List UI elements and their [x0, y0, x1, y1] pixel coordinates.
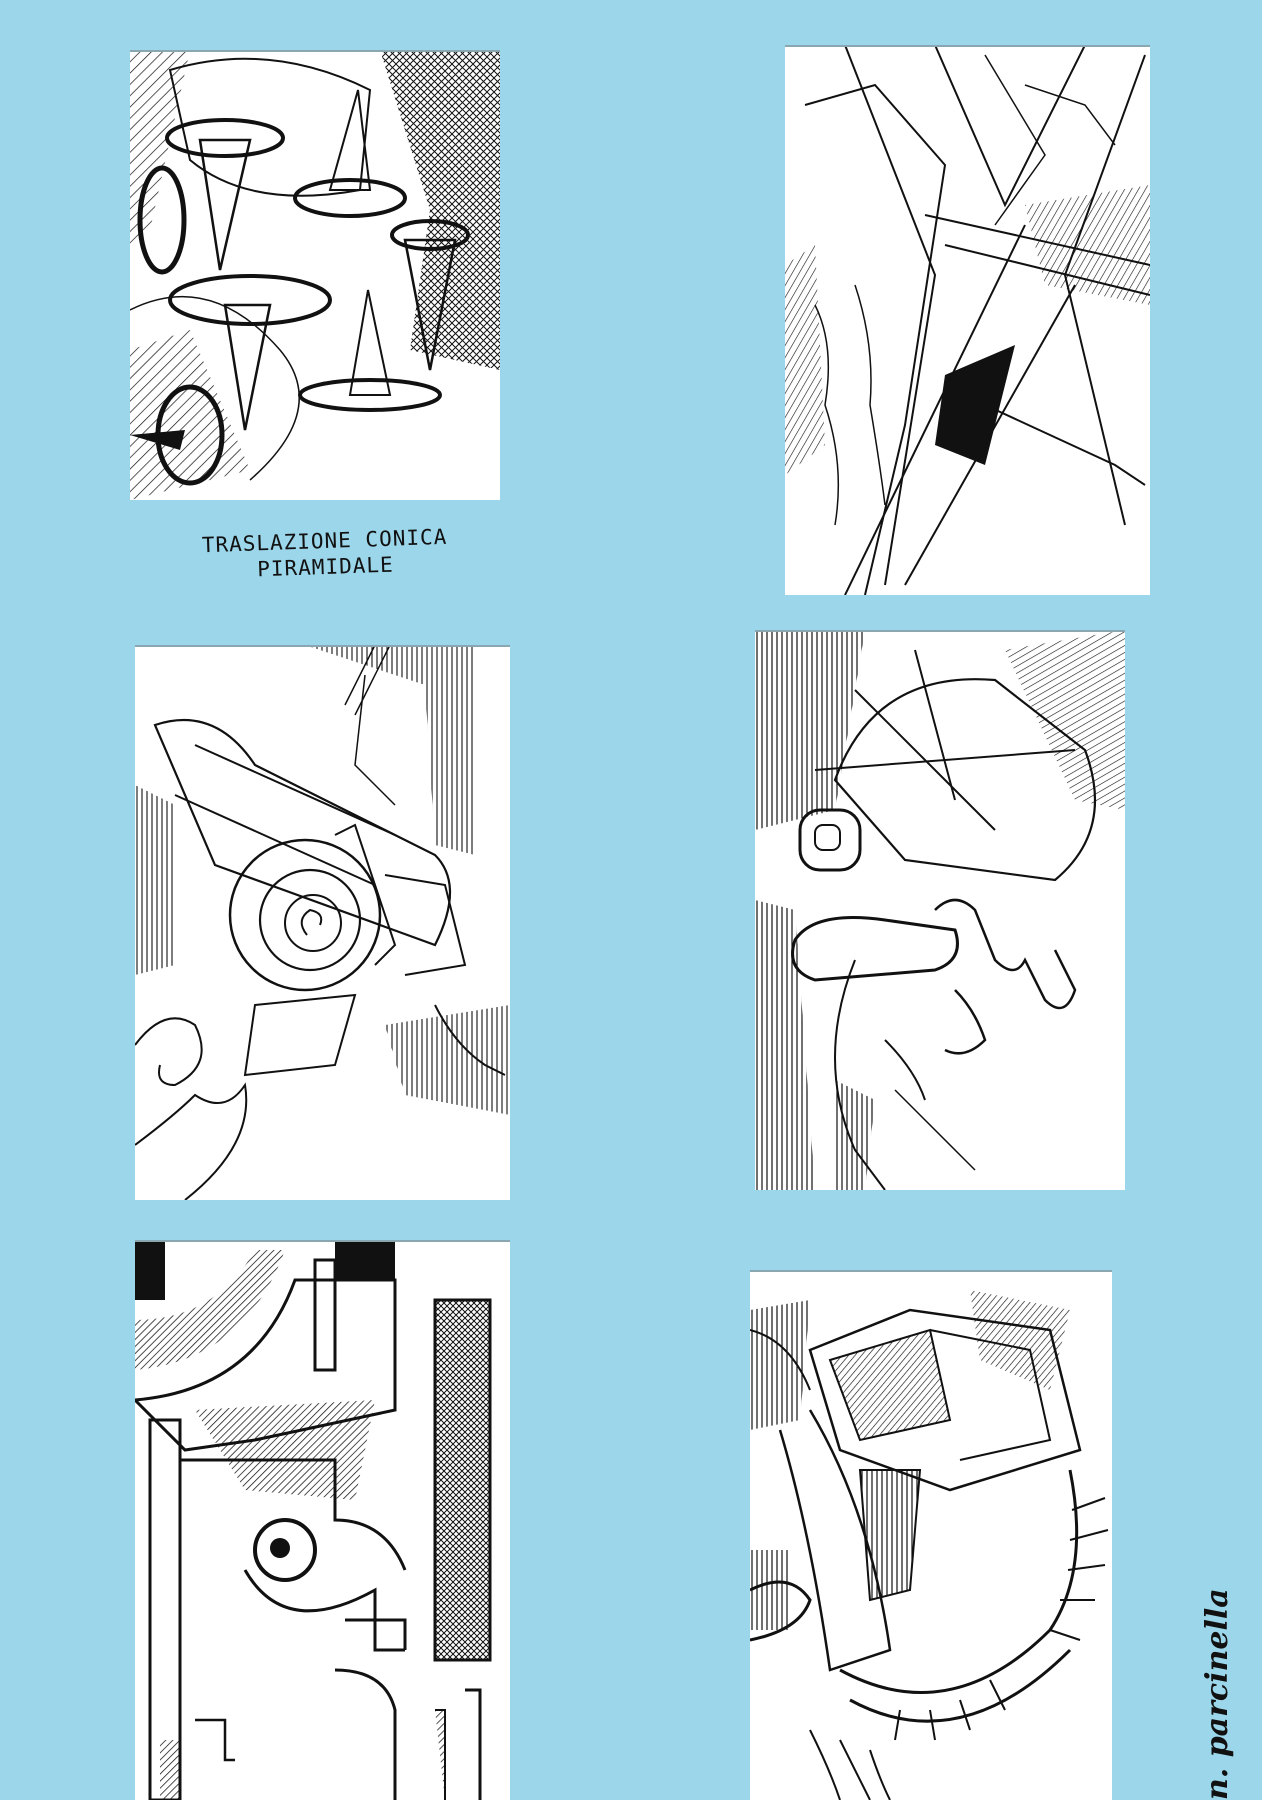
panel-edge: [135, 1240, 510, 1242]
sketch-panel-cones-discs: [130, 50, 500, 500]
panel-edge: [755, 630, 1125, 632]
scroll-teeth-drawing: [755, 630, 1125, 1190]
volute-spiral-drawing: [135, 645, 510, 1200]
sketch-panel-keyhole: [135, 1240, 510, 1800]
sketch-panel-scroll-teeth: [755, 630, 1125, 1190]
gear-capital-drawing: [750, 1290, 1112, 1800]
panel-edge: [135, 645, 510, 647]
panel-edge: [130, 50, 500, 52]
artist-signature: n. parcinella: [1200, 1588, 1235, 1800]
cones-discs-drawing: [130, 50, 500, 500]
sketch-caption: TRASLAZIONE CONICA PIRAMIDALE: [159, 522, 491, 585]
sketch-panel-gear-capital: [750, 1270, 1112, 1800]
keyhole-drawing: [135, 1240, 510, 1800]
sketch-panel-intersecting-planes: [785, 45, 1150, 595]
sketch-panel-volute-spiral: [135, 645, 510, 1200]
panel-edge: [785, 45, 1150, 47]
intersecting-planes-drawing: [785, 45, 1150, 595]
panel-edge: [750, 1270, 1112, 1272]
